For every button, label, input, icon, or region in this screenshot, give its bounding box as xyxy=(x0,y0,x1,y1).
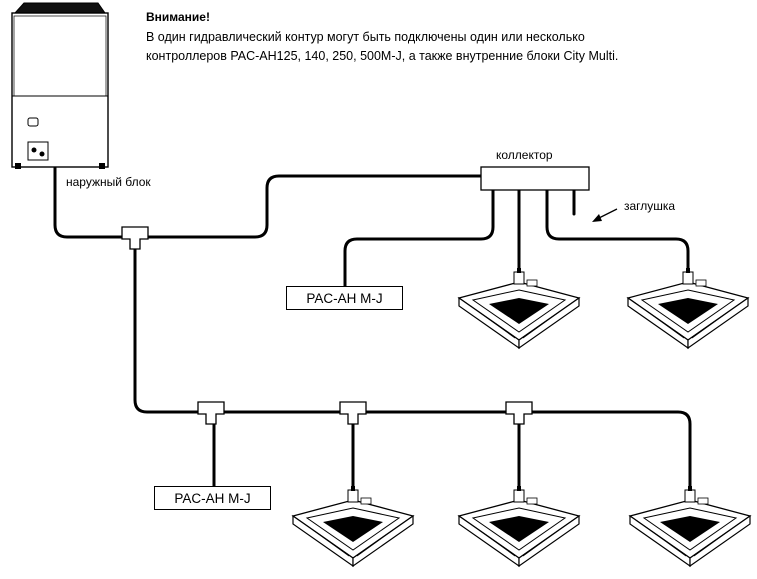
outdoor-unit-label: наружный блок xyxy=(66,175,151,189)
collector-label: коллектор xyxy=(496,148,553,162)
outdoor-unit-icon xyxy=(11,2,109,169)
cassette-indoor-unit-icon xyxy=(458,485,580,567)
tee-branch-icon xyxy=(339,401,367,425)
tee-branch-icon xyxy=(505,401,533,425)
plug-label: заглушка xyxy=(624,199,676,213)
controller-box-upper: PAC-AH M-J xyxy=(286,286,403,310)
notice-line-1: В один гидравлический контур могут быть … xyxy=(146,30,585,44)
plug-arrow xyxy=(592,208,618,222)
controller-box-lower: PAC-AH M-J xyxy=(154,486,271,510)
cassette-indoor-unit-icon xyxy=(292,485,414,567)
cassette-indoor-unit-icon xyxy=(627,267,749,349)
pipe-lines xyxy=(53,166,692,488)
tee-branch-icon xyxy=(121,226,149,250)
cassette-indoor-unit-icon xyxy=(458,267,580,349)
collector-icon xyxy=(480,166,590,191)
tee-branch-icon xyxy=(197,401,225,425)
cassette-indoor-unit-icon xyxy=(629,485,751,567)
notice-title: Внимание! xyxy=(146,10,210,24)
notice-line-2: контроллеров PAC-AH125, 140, 250, 500M-J… xyxy=(146,49,619,63)
notice-block: Внимание! В один гидравлический контур м… xyxy=(146,10,746,66)
